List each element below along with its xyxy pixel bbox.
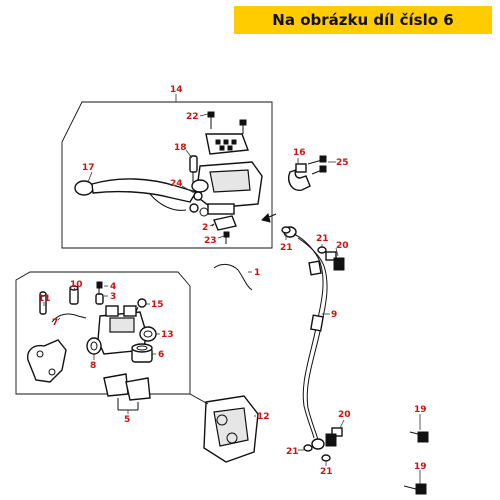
label-9: 9 [331,310,337,320]
part-2-brake-switch[interactable] [211,215,237,231]
label-15: 15 [151,300,164,310]
part-24-pivot-bolt[interactable] [189,191,203,213]
part-21-washer-upper[interactable] [281,226,327,254]
part-25-clamp-bolts[interactable] [307,155,327,175]
label-2: 2 [202,223,208,233]
label-18: 18 [174,143,187,153]
label-19-a: 19 [414,405,427,415]
label-6: 6 [158,350,164,360]
part-8-dust-seal[interactable] [86,337,102,355]
label-21-a: 21 [280,243,293,253]
label-25: 25 [336,158,349,168]
part-20-banjo-bolt-lower[interactable] [325,427,343,447]
part-9-brake-hose[interactable] [283,226,328,450]
part-6-piston[interactable] [131,343,153,363]
part-4-bleeder[interactable] [96,281,103,294]
part-21-washer-lower[interactable] [303,444,331,462]
part-7-pad-spring[interactable] [51,313,87,323]
label-21-c: 21 [286,447,299,457]
label-20-a: 20 [336,241,349,251]
label-20-b: 20 [338,410,351,420]
part-19-mounting-bolt-2[interactable] [403,483,427,495]
label-8: 8 [90,361,96,371]
part-18-bolt[interactable] [189,155,198,184]
label-7: 7 [52,318,58,328]
part-23-screw[interactable] [223,231,230,244]
master-cylinder-group-frame [61,101,273,249]
label-1: 1 [254,268,260,278]
part-1-switch-wire[interactable] [213,263,253,291]
label-12: 12 [257,412,270,422]
leader-lines [43,94,421,484]
label-5: 5 [124,415,130,425]
part-caliper-bracket[interactable] [27,339,67,383]
part-22-screw[interactable] [207,111,215,129]
part-number-banner: Na obrázku díl číslo 6 [234,6,492,34]
part-17-brake-lever[interactable] [74,178,198,211]
part-19-mounting-bolt-1[interactable] [409,431,429,443]
part-20-banjo-bolt-upper[interactable] [325,251,345,271]
part-11-pin[interactable] [39,291,47,315]
label-24: 24 [170,179,183,189]
label-21-b: 21 [316,234,329,244]
label-14: 14 [170,85,183,95]
part-5-brake-pads[interactable] [103,373,151,411]
part-12-caliper-assembly[interactable] [189,393,259,463]
label-21-d: 21 [320,467,333,477]
label-23: 23 [204,236,217,246]
label-13: 13 [161,330,174,340]
label-16: 16 [293,148,306,158]
arrow-head [261,213,271,223]
label-3: 3 [110,292,116,302]
part-13-piston-seal[interactable] [139,326,157,342]
label-19-b: 19 [414,462,427,472]
label-10: 10 [70,280,83,290]
label-17: 17 [82,163,95,173]
part-16-handlebar-clamp[interactable] [288,163,311,191]
part-master-cylinder-body[interactable] [191,161,263,217]
part-reservoir-cap[interactable] [205,133,249,155]
part-22-screw-2[interactable] [239,119,247,134]
part-15-bleeder-screw[interactable] [135,298,147,313]
label-22: 22 [186,112,199,122]
label-4: 4 [110,282,116,292]
label-11: 11 [38,294,51,304]
part-3-cap[interactable] [95,293,104,305]
